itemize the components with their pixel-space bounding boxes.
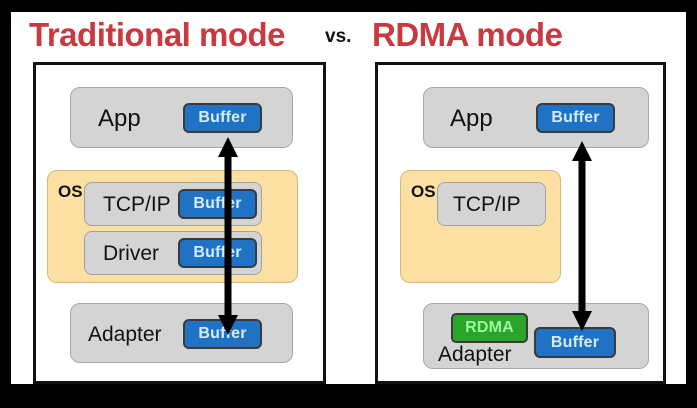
title-versus-separator: vs. xyxy=(325,26,352,47)
title-traditional-mode: Traditional mode xyxy=(29,16,286,53)
title-rdma-mode: RDMA mode xyxy=(372,16,563,53)
block-tcpip-rdma xyxy=(437,182,546,226)
panel-traditional-mode: App Buffer OS TCP/IP Buffer Driver Buffe… xyxy=(33,62,326,384)
label-adapter-traditional: Adapter xyxy=(88,323,162,346)
buffer-driver-traditional: Buffer xyxy=(178,238,257,268)
block-adapter-traditional xyxy=(70,303,293,363)
label-os-rdma: OS xyxy=(411,182,436,201)
buffer-adapter-rdma: Buffer xyxy=(534,327,616,358)
diagram-title-row: Traditional mode vs. RDMA mode xyxy=(11,12,686,58)
label-driver-traditional: Driver xyxy=(103,242,159,265)
label-os-traditional: OS xyxy=(58,182,83,201)
data-path-arrow-traditional xyxy=(218,137,238,335)
offload-rdma-engine: RDMA xyxy=(451,313,528,343)
diagram-canvas: Traditional mode vs. RDMA mode App Buffe… xyxy=(11,12,686,384)
buffer-app-rdma: Buffer xyxy=(536,103,615,133)
label-tcpip-rdma: TCP/IP xyxy=(453,193,521,216)
label-tcpip-traditional: TCP/IP xyxy=(103,193,171,216)
panel-rdma-mode: App Buffer OS TCP/IP RDMA Adapter Buffer xyxy=(375,62,666,384)
buffer-app-traditional: Buffer xyxy=(183,103,262,133)
label-adapter-rdma: Adapter xyxy=(438,343,512,366)
label-app-rdma: App xyxy=(450,105,493,132)
data-path-arrow-rdma xyxy=(572,141,592,331)
label-app-traditional: App xyxy=(98,105,141,132)
